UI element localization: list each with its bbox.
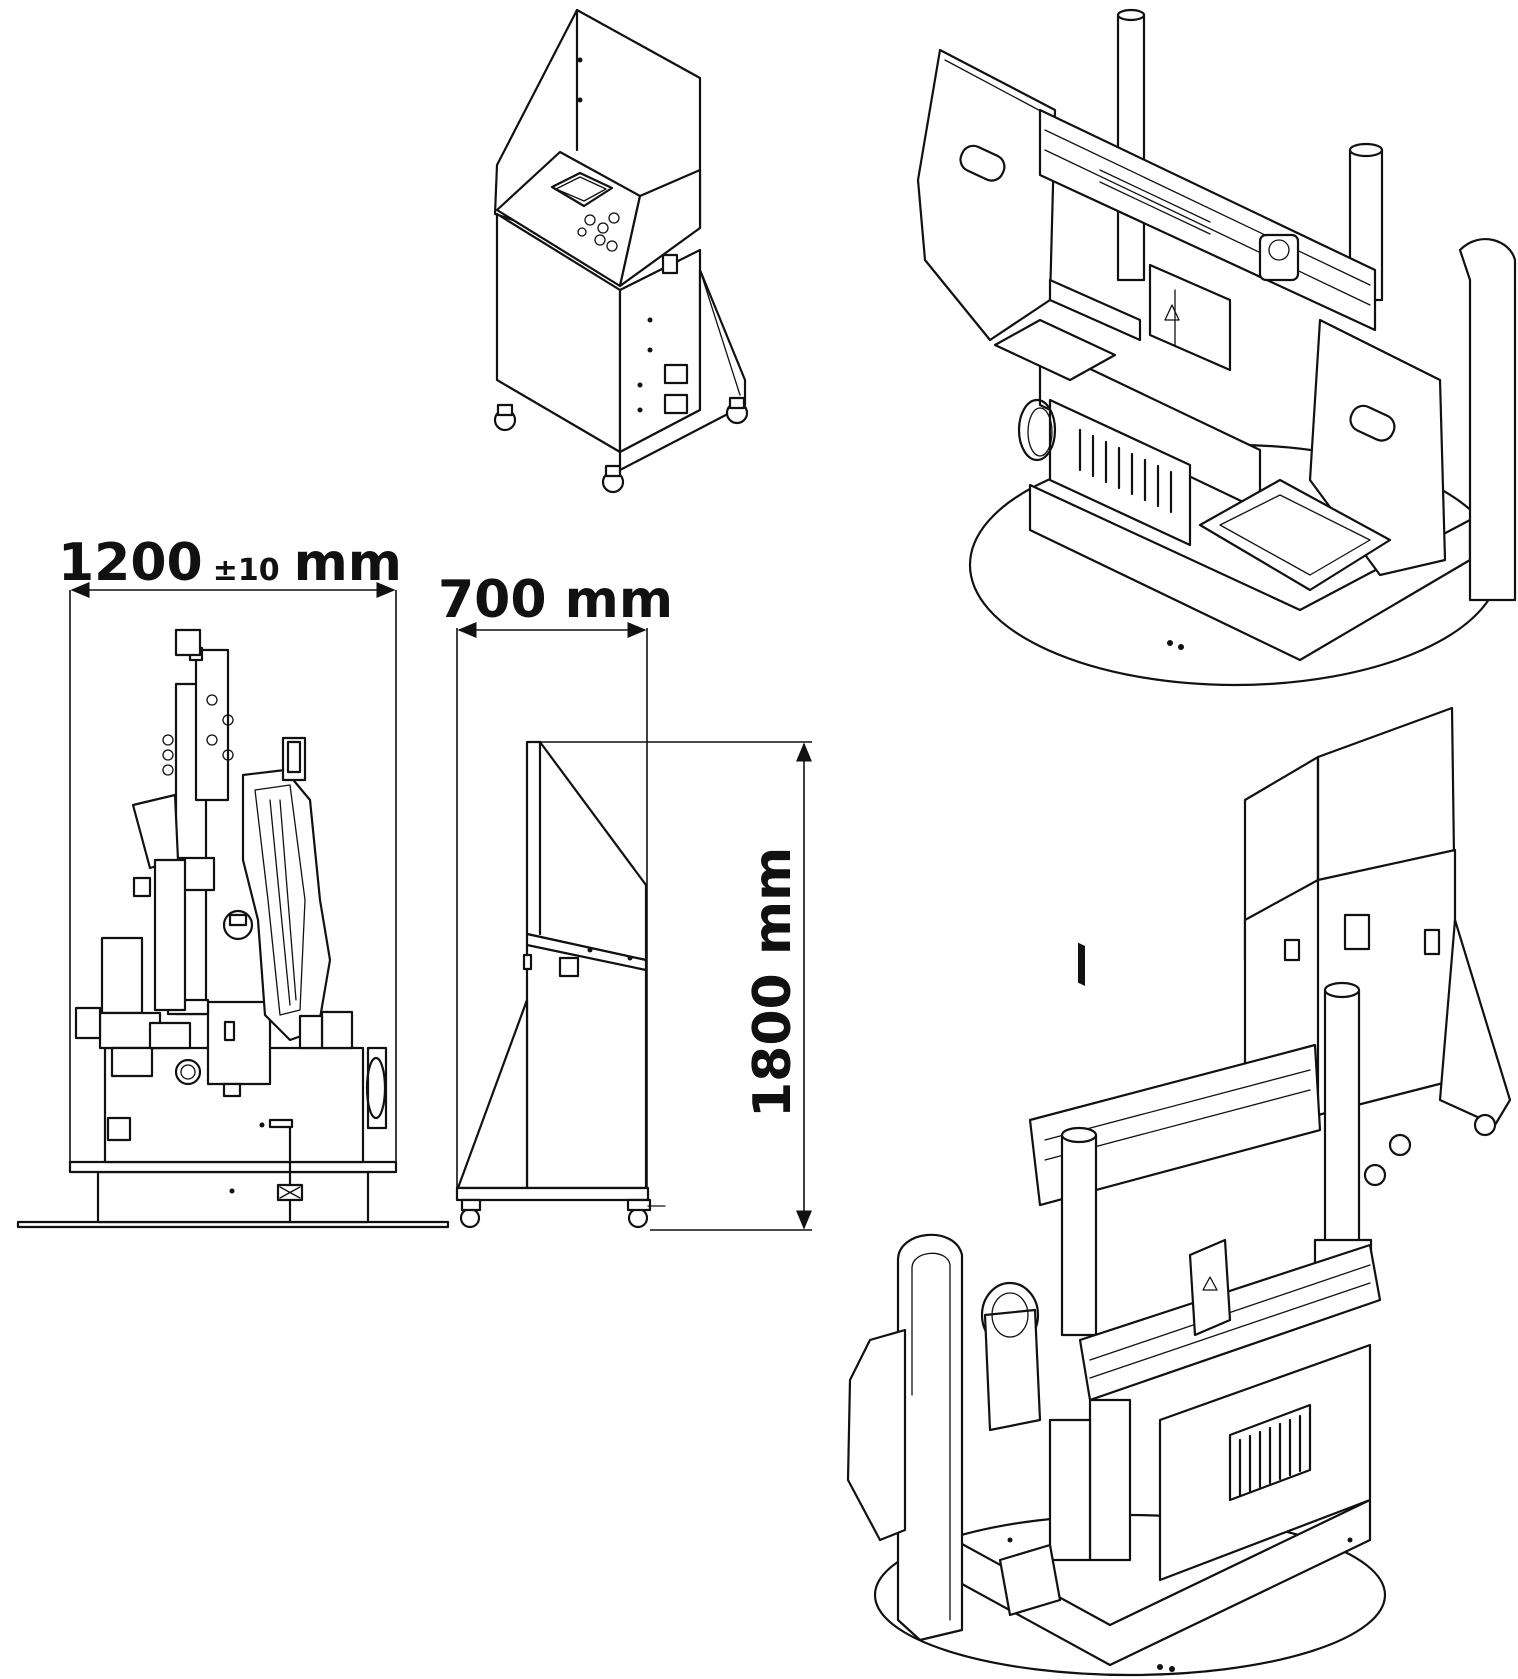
band-saw-isometric-bottom bbox=[846, 706, 1512, 1677]
vent-grille-top bbox=[1078, 942, 1085, 986]
band-saw-isometric-top bbox=[916, 8, 1517, 986]
control-console-isometric bbox=[493, 8, 749, 494]
height-dimension-label: 1800 mm bbox=[743, 847, 803, 1118]
band-saw-front-view bbox=[16, 628, 450, 1229]
depth-dimension-label: 700 mm bbox=[438, 570, 673, 630]
dimension-depth-console: 700 mm bbox=[438, 570, 673, 1188]
dimension-height-console: 1800 mm bbox=[540, 741, 812, 1231]
control-console-side-view bbox=[455, 740, 666, 1229]
